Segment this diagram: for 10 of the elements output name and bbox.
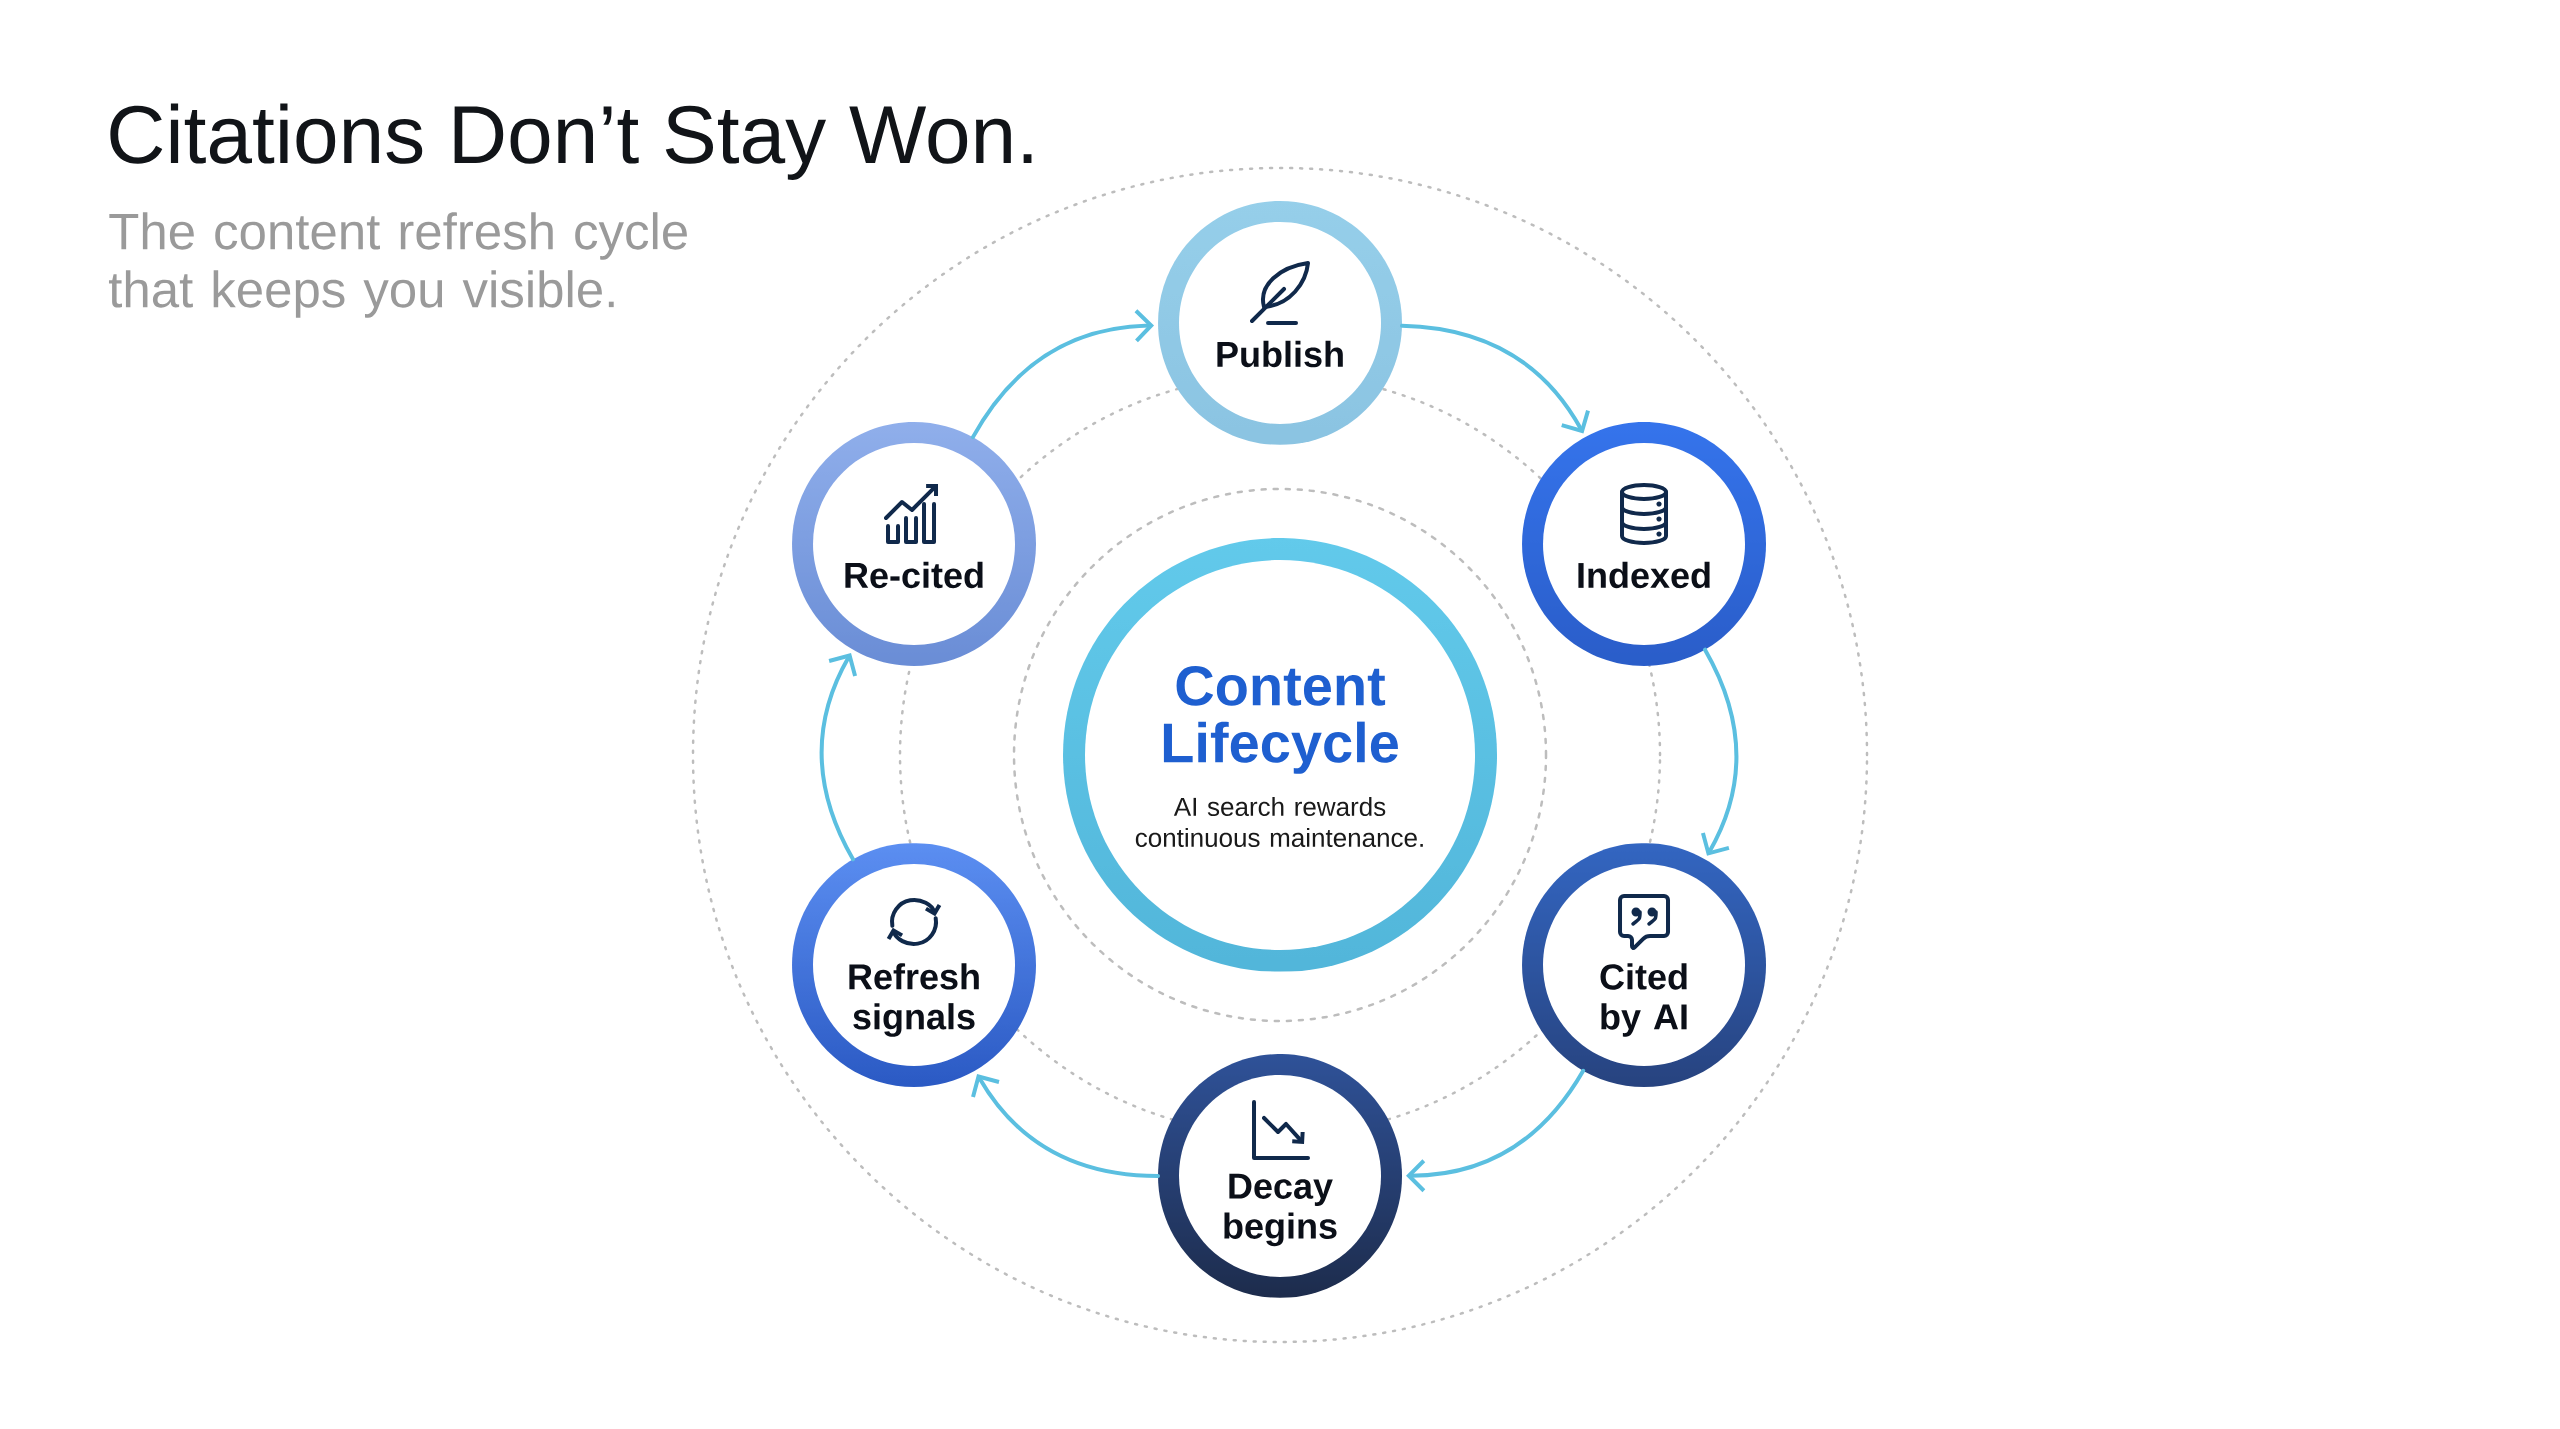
arrow xyxy=(971,1074,1160,1179)
arrow xyxy=(1701,647,1739,856)
title: Citations Don’t Stay Won. xyxy=(110,103,1032,180)
arrow xyxy=(1406,1068,1586,1193)
arrow xyxy=(1400,323,1590,434)
arrow xyxy=(819,653,858,862)
node-label: AI search rewards continuous maintenance. xyxy=(1135,796,1423,848)
arrow xyxy=(970,309,1155,440)
node-label: Content Lifecycle xyxy=(1163,666,1398,774)
subtitle: The content refresh cycle that keeps you visible. xyxy=(109,212,687,318)
